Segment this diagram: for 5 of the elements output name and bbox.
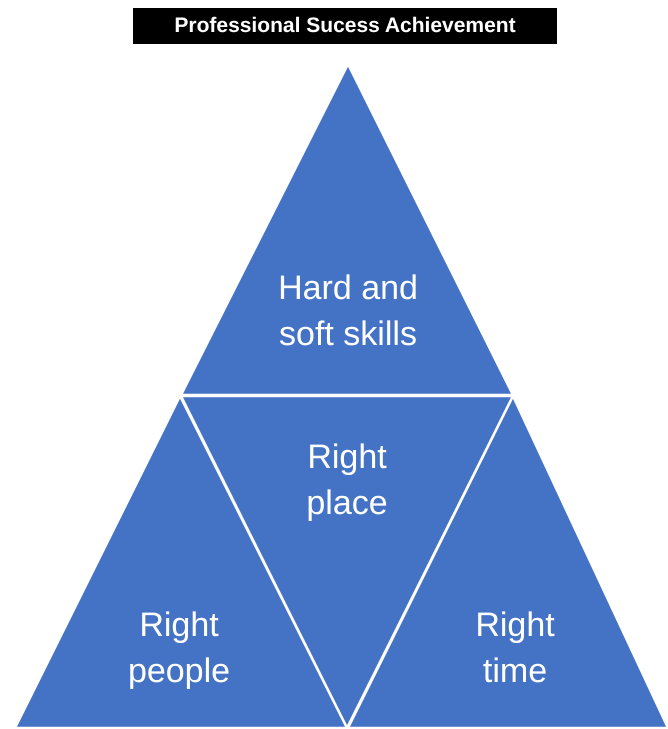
segment-label: Hard and soft skills [277,268,419,355]
segment-label: Right place [305,437,389,524]
title: Professional Sucess Achievement [133,8,557,44]
segment-label: Right time [474,605,556,692]
segment-label: Right people [126,605,232,692]
